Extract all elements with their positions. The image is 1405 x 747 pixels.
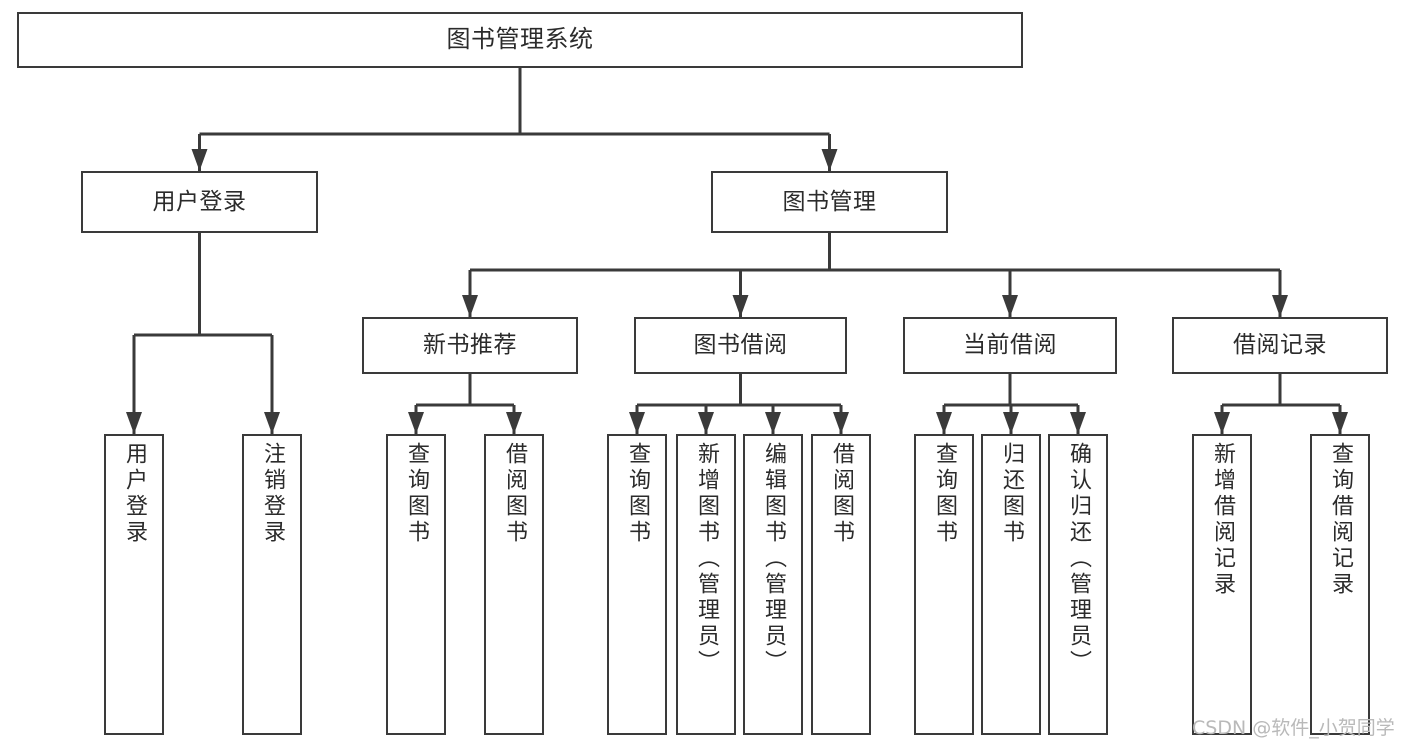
node-label: 图书管理系统 <box>446 25 594 54</box>
node-book-manage[interactable]: 图书管理 <box>711 171 948 233</box>
node-root[interactable]: 图书管理系统 <box>17 12 1023 68</box>
node-leaf-borrow-book-2[interactable]: 借阅图书 <box>811 434 871 735</box>
arrow-head-leaf-borrow-book-2 <box>833 412 849 434</box>
node-label: 编辑图书（管理员） <box>761 442 786 676</box>
node-label: 新增借阅记录 <box>1210 442 1235 598</box>
node-label: 查询图书 <box>625 442 650 546</box>
node-label: 查询借阅记录 <box>1328 442 1353 598</box>
arrow-head-new-book-rec <box>462 295 478 317</box>
node-label: 新书推荐 <box>423 332 517 359</box>
node-book-borrow[interactable]: 图书借阅 <box>634 317 847 374</box>
node-label: 图书管理 <box>782 188 877 215</box>
node-user-login[interactable]: 用户登录 <box>81 171 318 233</box>
arrow-head-leaf-borrow-book-1 <box>506 412 522 434</box>
node-leaf-add-book[interactable]: 新增图书（管理员） <box>676 434 736 735</box>
node-leaf-borrow-book-1[interactable]: 借阅图书 <box>484 434 544 735</box>
node-label: 借阅记录 <box>1233 332 1327 359</box>
arrow-head-book-borrow <box>732 295 749 317</box>
arrow-head-borrow-record <box>1272 295 1288 317</box>
node-leaf-return-book[interactable]: 归还图书 <box>981 434 1041 735</box>
node-label: 查询图书 <box>932 442 957 546</box>
node-leaf-user-logout[interactable]: 注销登录 <box>242 434 302 735</box>
node-new-book-rec[interactable]: 新书推荐 <box>362 317 578 374</box>
node-leaf-user-login[interactable]: 用户登录 <box>104 434 164 735</box>
node-label: 查询图书 <box>404 442 429 546</box>
arrow-head-leaf-add-book <box>698 412 714 434</box>
arrow-head-leaf-query-book-3 <box>936 412 952 434</box>
node-label: 新增图书（管理员） <box>694 442 719 676</box>
node-label: 图书借阅 <box>693 332 788 359</box>
node-label: 用户登录 <box>122 442 147 546</box>
arrow-head-user-login <box>191 149 208 171</box>
arrow-head-leaf-query-record <box>1332 412 1348 434</box>
node-label: 用户登录 <box>152 188 247 215</box>
arrow-head-leaf-add-record <box>1214 412 1230 434</box>
arrow-head-leaf-confirm-return <box>1070 412 1086 434</box>
arrow-head-leaf-query-book-2 <box>629 412 645 434</box>
arrow-head-leaf-user-logout <box>264 412 280 434</box>
node-leaf-query-book-2[interactable]: 查询图书 <box>607 434 667 735</box>
arrow-head-leaf-user-login <box>126 412 142 434</box>
arrow-head-leaf-return-book <box>1003 412 1019 434</box>
arrow-head-book-manage <box>821 149 838 171</box>
arrow-head-leaf-query-book-1 <box>408 412 424 434</box>
node-leaf-add-record[interactable]: 新增借阅记录 <box>1192 434 1252 735</box>
arrow-head-current-borrow <box>1002 295 1018 317</box>
node-label: 当前借阅 <box>963 332 1057 359</box>
node-label: 借阅图书 <box>502 442 527 546</box>
node-leaf-edit-book[interactable]: 编辑图书（管理员） <box>743 434 803 735</box>
node-leaf-query-book-3[interactable]: 查询图书 <box>914 434 974 735</box>
arrow-head-leaf-edit-book <box>765 412 781 434</box>
node-borrow-record[interactable]: 借阅记录 <box>1172 317 1388 374</box>
node-current-borrow[interactable]: 当前借阅 <box>903 317 1117 374</box>
node-leaf-query-record[interactable]: 查询借阅记录 <box>1310 434 1370 735</box>
node-leaf-query-book-1[interactable]: 查询图书 <box>386 434 446 735</box>
node-label: 借阅图书 <box>829 442 854 546</box>
node-label: 注销登录 <box>260 442 285 546</box>
node-leaf-confirm-return[interactable]: 确认归还（管理员） <box>1048 434 1108 735</box>
node-label: 归还图书 <box>999 442 1024 546</box>
node-label: 确认归还（管理员） <box>1066 442 1091 676</box>
